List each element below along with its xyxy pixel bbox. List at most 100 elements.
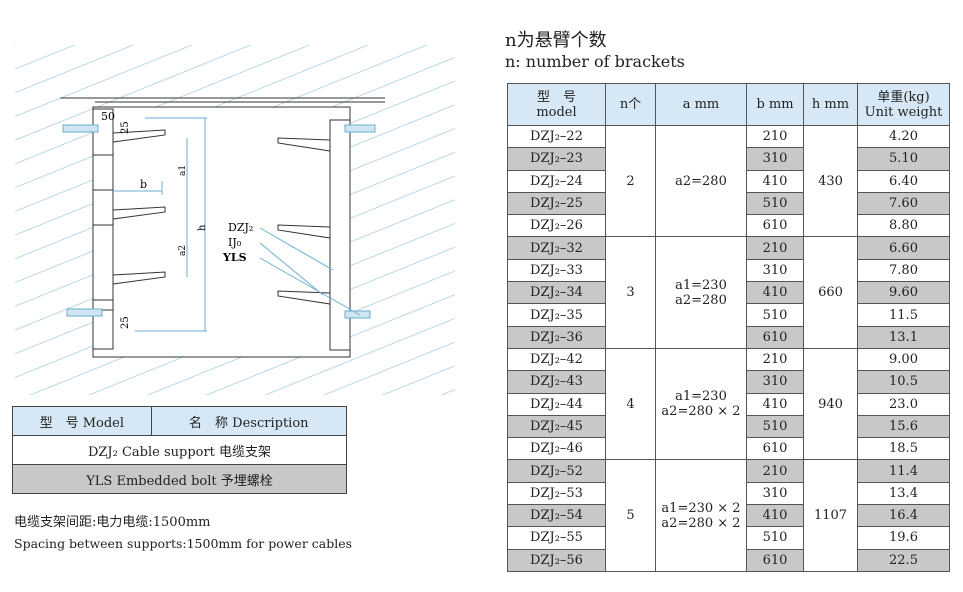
a-value: a1=230	[675, 389, 727, 405]
cell-b: 610	[746, 325, 804, 349]
cell-n: 3	[605, 236, 656, 349]
cell-model: DZJ₂–44	[507, 392, 606, 416]
a-value: a2=280	[675, 292, 727, 308]
cell-b: 310	[746, 370, 804, 394]
cell-weight: 19.6	[857, 526, 950, 550]
cell-n: 5	[605, 459, 656, 572]
cell-weight: 15.6	[857, 414, 950, 439]
header-n: n个	[605, 83, 656, 126]
cell-model: DZJ₂–46	[507, 437, 606, 461]
cell-weight: 11.5	[857, 303, 950, 327]
cell-model: DZJ₂–35	[507, 303, 606, 327]
cell-b: 210	[746, 347, 804, 372]
header-a: a mm	[655, 83, 747, 126]
a-value: a1=230 × 2	[661, 500, 741, 516]
cell-model: DZJ₂–33	[507, 258, 606, 283]
a-value: a2=280	[675, 173, 727, 189]
cell-h: 430	[803, 124, 858, 238]
legend-header-description: 名 称 Description	[150, 406, 348, 436]
table-title-en: n: number of brackets	[505, 52, 685, 71]
cell-b: 510	[746, 303, 804, 327]
table-row: DZJ₂–44 410 23.0	[507, 392, 950, 416]
cell-model: DZJ₂–54	[507, 504, 606, 528]
cell-weight: 4.20	[857, 124, 950, 149]
cell-model: DZJ₂–26	[507, 214, 606, 238]
cell-h: 1107	[803, 459, 858, 572]
cell-weight: 8.80	[857, 214, 950, 238]
cell-b: 310	[746, 147, 804, 171]
cell-model: DZJ₂–34	[507, 281, 606, 305]
a-value: a1=230	[675, 277, 727, 293]
cell-model: DZJ₂–32	[507, 236, 606, 260]
label-yls: YLS	[222, 251, 247, 264]
dim-a1: a1	[178, 165, 188, 176]
label-ij: IJ₀	[228, 236, 242, 249]
cell-weight: 6.40	[857, 169, 950, 193]
header-weight-en: Unit weight	[864, 104, 943, 120]
a-value: a2=280 × 2	[661, 404, 741, 420]
cell-weight: 23.0	[857, 392, 950, 416]
cell-weight: 22.5	[857, 548, 950, 572]
label-dzj: DZJ₂	[228, 221, 253, 234]
spacing-note-en: Spacing between supports:1500mm for powe…	[14, 536, 353, 551]
dim-b: b	[140, 178, 147, 191]
dim-top-gap: 25	[120, 121, 131, 134]
dim-top-offset: 50	[101, 110, 115, 123]
cell-weight: 11.4	[857, 459, 950, 483]
cell-model: DZJ₂–22	[507, 124, 606, 149]
cable-support-drawing: 50 25 25 b a1 a2 h DZJ₂ IJ₀ YLS	[15, 45, 455, 395]
cell-weight: 7.80	[857, 258, 950, 283]
cell-weight: 10.5	[857, 370, 950, 394]
cell-b: 410	[746, 504, 804, 528]
cell-model: DZJ₂–56	[507, 548, 606, 572]
table-row: DZJ₂–24 410 6.40	[507, 169, 950, 193]
cell-model: DZJ₂–52	[507, 459, 606, 483]
cell-model: DZJ₂–42	[507, 347, 606, 372]
cell-weight: 7.60	[857, 191, 950, 216]
cell-b: 510	[746, 526, 804, 550]
table-row: DZJ₂–33 310 7.80	[507, 258, 950, 283]
header-b: b mm	[746, 83, 804, 126]
table-row: DZJ₂–54 410 16.4	[507, 504, 950, 528]
cell-b: 410	[746, 169, 804, 193]
cell-model: DZJ₂–53	[507, 481, 606, 506]
cell-model: DZJ₂–55	[507, 526, 606, 550]
header-weight-zh: 单重(kg)	[877, 89, 930, 105]
cell-b: 210	[746, 459, 804, 483]
spacing-note-zh: 电缆支架间距:电力电缆:1500mm	[14, 515, 211, 530]
legend-header-model: 型 号 Model	[12, 406, 152, 436]
table-row: DZJ₂–53 310 13.4	[507, 481, 950, 506]
cell-h: 940	[803, 347, 858, 461]
cell-model: DZJ₂–24	[507, 169, 606, 193]
legend-row-yls: YLS Embedded bolt 予埋螺栓	[12, 464, 347, 494]
cell-n: 2	[605, 124, 656, 238]
cell-a: a2=280	[655, 124, 747, 238]
cell-weight: 13.4	[857, 481, 950, 506]
cell-b: 410	[746, 392, 804, 416]
cell-b: 310	[746, 481, 804, 506]
header-h: h mm	[803, 83, 858, 126]
cell-b: 410	[746, 281, 804, 305]
cell-b: 210	[746, 236, 804, 260]
cell-model: DZJ₂–36	[507, 325, 606, 349]
cell-weight: 5.10	[857, 147, 950, 171]
cell-weight: 16.4	[857, 504, 950, 528]
table-row: DZJ₂–55 510 19.6	[507, 526, 950, 550]
dim-bottom-gap: 25	[120, 316, 131, 329]
cell-model: DZJ₂–45	[507, 414, 606, 439]
cell-b: 310	[746, 258, 804, 283]
cell-b: 610	[746, 548, 804, 572]
header-model-en: model	[536, 104, 577, 120]
cell-b: 510	[746, 191, 804, 216]
table-title-zh: n为悬臂个数	[505, 30, 607, 51]
cell-b: 610	[746, 437, 804, 461]
